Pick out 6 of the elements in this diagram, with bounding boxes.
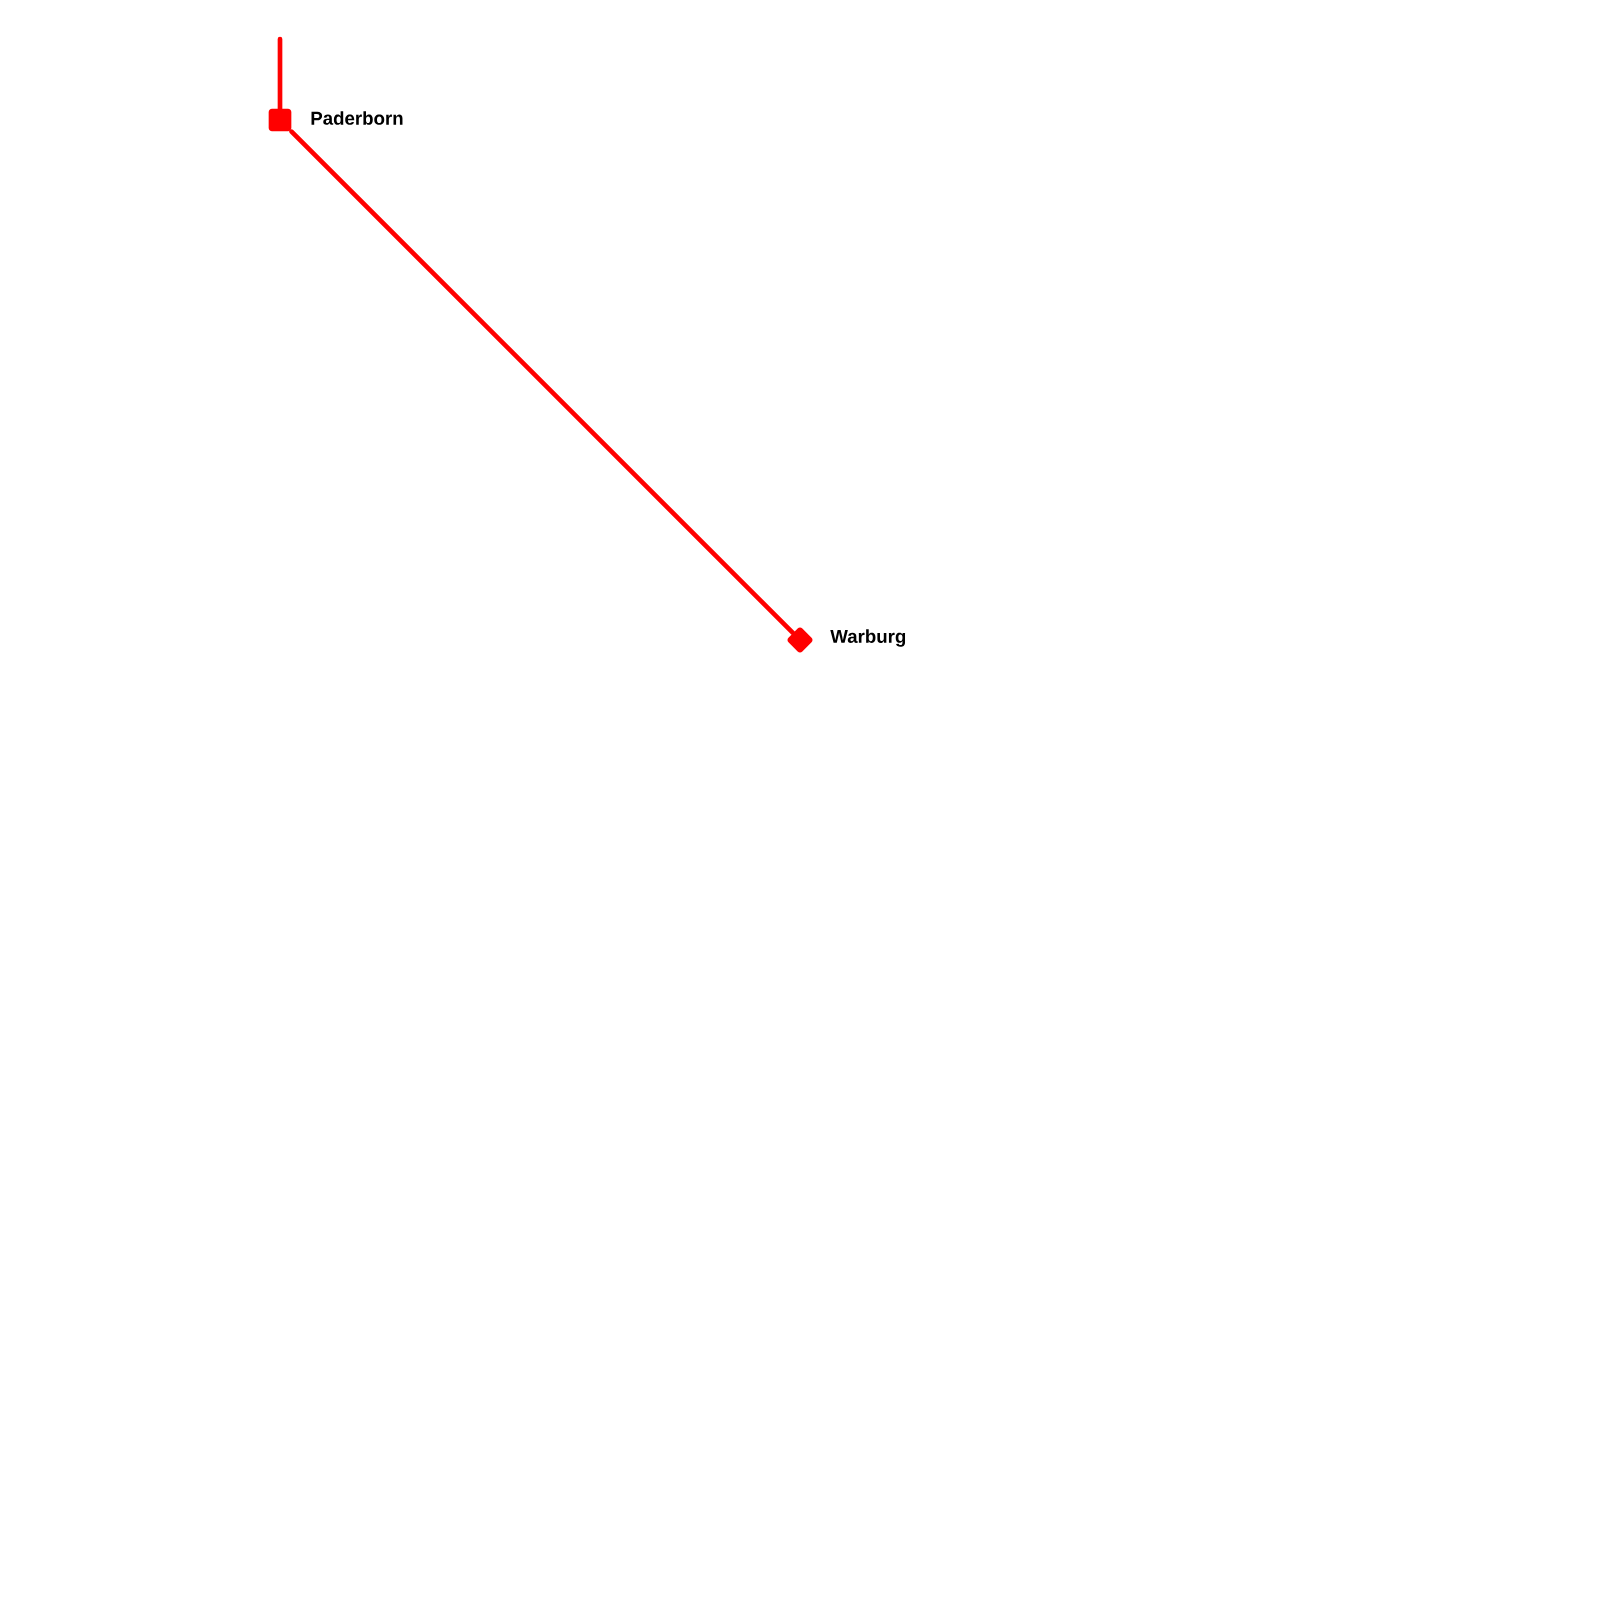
rail-line bbox=[289, 129, 796, 636]
station-square bbox=[268, 108, 292, 132]
rail-line bbox=[277, 36, 283, 111]
station-label: Warburg bbox=[830, 629, 906, 647]
station-label: Paderborn bbox=[311, 111, 403, 125]
station-diamond bbox=[787, 627, 813, 653]
